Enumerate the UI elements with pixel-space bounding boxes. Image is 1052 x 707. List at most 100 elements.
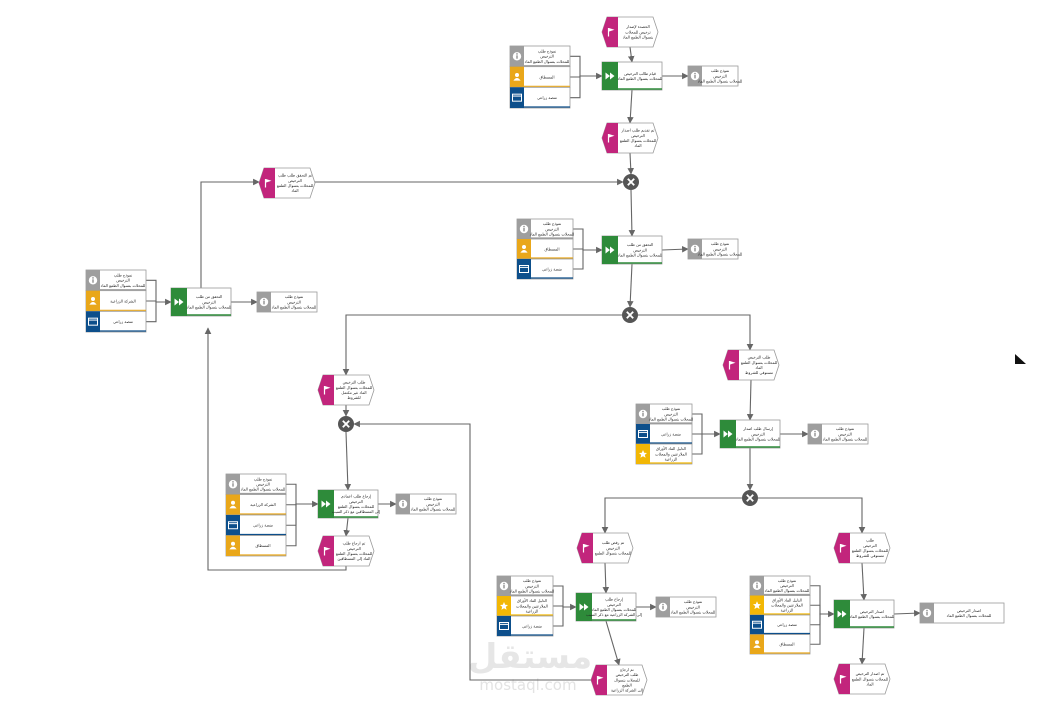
node-label-line: نموذج طلب xyxy=(543,221,562,226)
resource-system[interactable]: منصة زراعي xyxy=(635,423,693,445)
node-label-line: للمحلات بتسوال الطمع الماد xyxy=(510,588,555,593)
resource-org[interactable]: المسطاق xyxy=(509,66,571,88)
xor-connector[interactable] xyxy=(622,307,638,323)
window-icon xyxy=(752,620,762,629)
node-label-line: تم رفض طلب xyxy=(602,540,624,545)
flow-connector xyxy=(286,503,318,547)
node-label-line: الترخيص xyxy=(713,73,727,78)
flow-connector xyxy=(810,604,834,615)
resource-system[interactable]: منصة زراعي xyxy=(85,310,147,333)
node-label-line: نموذج طلب xyxy=(285,294,304,299)
info-icon xyxy=(259,297,269,307)
info-icon xyxy=(638,409,648,419)
person-icon xyxy=(753,640,761,648)
resource-org[interactable]: الشركة الزراعية xyxy=(85,290,147,312)
resource-org[interactable]: المسطاق xyxy=(225,535,287,557)
node-label-line: للمحلات بتسوال الطمع xyxy=(741,360,777,365)
flow-connector xyxy=(286,483,319,508)
person-icon xyxy=(229,541,237,550)
flow-connector xyxy=(692,433,720,455)
resource-system[interactable]: منصة زراعي xyxy=(749,614,811,635)
node-label-line: الترخيص xyxy=(686,604,700,609)
fast-forward-icon xyxy=(723,430,733,438)
node-label-line: الترخيص xyxy=(426,501,440,506)
xor-connector[interactable] xyxy=(742,490,758,506)
node-label-line: للمحلات بتسوال الطمع xyxy=(338,504,374,509)
resource-org[interactable]: الشركة الزراعية xyxy=(225,494,287,516)
node-label-line: ترخيص للمحلات xyxy=(625,29,650,34)
xor-connector[interactable] xyxy=(623,174,639,190)
window-icon xyxy=(499,622,509,630)
resource-org[interactable]: المسطاق xyxy=(749,634,811,655)
flow-connector xyxy=(626,263,634,308)
node-label-line: الحصدة لإصدار xyxy=(625,24,649,30)
resource-org[interactable]: المسطاق xyxy=(516,238,574,260)
info-icon xyxy=(228,480,238,489)
flow-connector xyxy=(570,55,603,80)
flow-connector xyxy=(810,585,835,618)
node-label-line: للمحلات بتسوال الطمع الماد xyxy=(947,613,992,618)
node-label-line: الدليل الماد الأوراق xyxy=(772,597,802,602)
resource-system[interactable]: منصة زراعي xyxy=(509,86,571,109)
xor-connector[interactable] xyxy=(338,416,354,432)
flag-icon xyxy=(264,179,272,188)
node-label-line: منصة زراعي xyxy=(661,431,681,436)
node-label-line: طلب الترخيص xyxy=(616,672,639,677)
fast-forward-icon xyxy=(605,72,615,80)
resource-system[interactable]: منصة زراعي xyxy=(516,258,574,280)
info-icon xyxy=(690,244,700,254)
flow-connector xyxy=(627,46,635,63)
node-label-line: الترخيص xyxy=(863,543,877,548)
node-label-line: الترخيص xyxy=(751,431,765,436)
info-icon xyxy=(690,71,700,81)
resource-system[interactable]: منصة زراعي xyxy=(496,615,554,637)
person-icon xyxy=(520,245,528,253)
node-label-line: نموذج طلب xyxy=(523,578,542,583)
node-label-line: للمحلات بتسوال الطمع الماد xyxy=(671,609,716,614)
node-label-line: مستوفي للشروط xyxy=(856,553,884,558)
info-icon xyxy=(398,499,408,509)
node-label-line: الترخيص xyxy=(202,299,216,304)
flow-connector xyxy=(342,314,622,376)
flow-connector xyxy=(344,431,352,491)
node-label-line: إلى المسطاقين مع ذكر السبب xyxy=(332,509,380,515)
fast-forward-icon xyxy=(579,603,589,611)
resource-system[interactable]: منصة زراعي xyxy=(225,514,287,536)
node-label-line: للمحلات بتسوال الطمع الماد xyxy=(823,436,868,441)
flag-icon xyxy=(728,361,736,370)
